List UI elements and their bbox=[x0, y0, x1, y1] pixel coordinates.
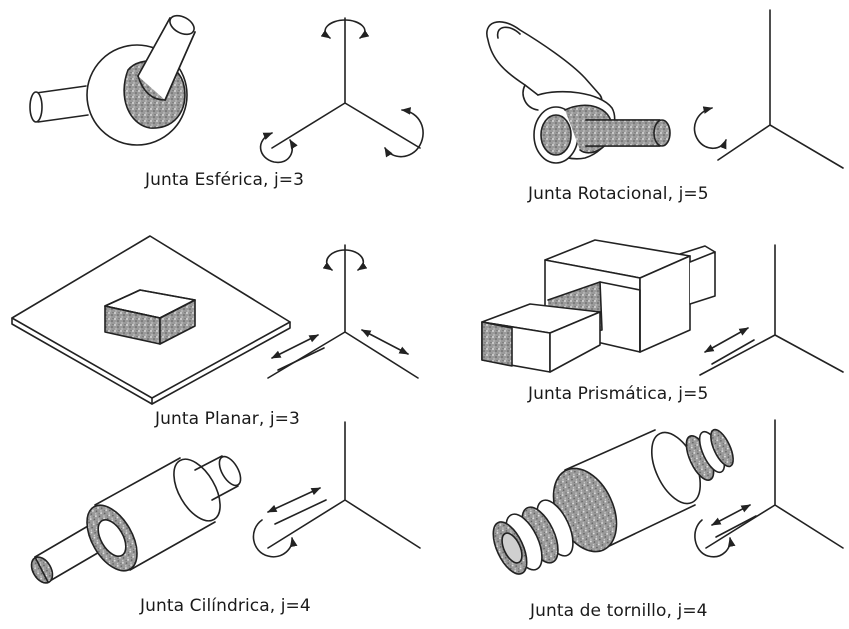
caption-prismatic-joint: Junta Prismática, j=5 bbox=[528, 384, 709, 404]
caption-planar-joint: Junta Planar, j=3 bbox=[155, 409, 300, 429]
spherical-joint-drawing bbox=[29, 14, 196, 146]
cylindrical-joint-drawing bbox=[30, 455, 242, 584]
screw-axes bbox=[694, 419, 844, 558]
planar-axes bbox=[267, 244, 419, 379]
prismatic-axes bbox=[699, 244, 844, 376]
caption-spherical-joint: Junta Esférica, j=3 bbox=[145, 170, 305, 190]
screw-joint-drawing bbox=[492, 428, 734, 575]
revolute-axes bbox=[693, 9, 844, 169]
revolute-joint-drawing bbox=[486, 21, 671, 164]
spherical-axes bbox=[259, 17, 424, 164]
caption-screw-joint: Junta de tornillo, j=4 bbox=[530, 601, 708, 621]
planar-joint-drawing bbox=[11, 235, 291, 405]
prismatic-joint-drawing bbox=[481, 239, 716, 373]
caption-revolute-joint: Junta Rotacional, j=5 bbox=[528, 184, 709, 204]
cylindrical-axes bbox=[252, 421, 421, 558]
caption-cylindrical-joint: Junta Cilíndrica, j=4 bbox=[140, 596, 311, 616]
